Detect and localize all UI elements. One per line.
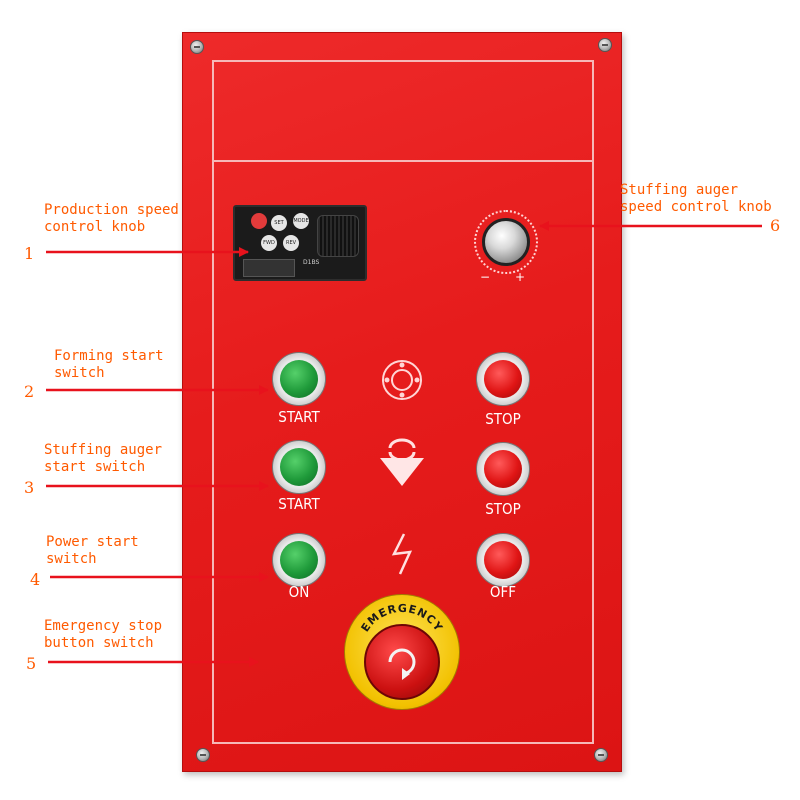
screw-bottom-right [594, 748, 608, 762]
inverter-set-button[interactable]: SET [271, 215, 287, 231]
forming-start-label: START [278, 408, 320, 426]
screw-bottom-left [196, 748, 210, 762]
screw-top-left [190, 40, 204, 54]
inverter-brand-label: D1BS [303, 259, 320, 266]
auger-start-label: START [278, 495, 320, 513]
annotation-1-number: 1 [24, 244, 35, 263]
annotation-2-number: 2 [24, 382, 35, 401]
power-on-button[interactable] [272, 533, 326, 587]
annotation-3-number: 3 [24, 478, 35, 497]
forming-start-button[interactable] [272, 352, 326, 406]
inverter-run-button[interactable] [251, 213, 267, 229]
power-off-button[interactable] [476, 533, 530, 587]
panel-divider-line [212, 160, 594, 162]
power-off-label: OFF [489, 583, 517, 601]
lightning-icon [391, 533, 413, 575]
forming-stop-label: STOP [485, 410, 521, 428]
inverter-mode-button[interactable]: MODE [293, 213, 309, 229]
inverter-display-window [243, 259, 295, 277]
power-on-label: ON [288, 583, 310, 601]
rotate-release-icon [388, 648, 416, 680]
panel-inner-border [212, 60, 594, 744]
auger-start-button[interactable] [272, 440, 326, 494]
auger-symbol-icon [380, 438, 424, 486]
emergency-stop-button[interactable] [364, 624, 440, 700]
inverter-fwd-button[interactable]: FWD [261, 235, 277, 251]
forming-stop-button[interactable] [476, 352, 530, 406]
inverter-rev-button[interactable]: REV [283, 235, 299, 251]
production-speed-inverter[interactable]: SET MODE FWD REV D1BS [233, 205, 367, 281]
auger-speed-knob[interactable] [482, 218, 530, 266]
inverter-dial[interactable] [317, 215, 359, 257]
annotation-6-number: 6 [770, 216, 781, 235]
auger-stop-label: STOP [485, 500, 521, 518]
forming-symbol-icon [382, 360, 422, 400]
annotation-4-number: 4 [30, 570, 41, 589]
knob-plus-label: + [515, 270, 526, 284]
auger-stop-button[interactable] [476, 442, 530, 496]
knob-minus-label: − [480, 270, 491, 284]
annotation-5-number: 5 [26, 654, 37, 673]
knob-scale-ring [474, 210, 538, 274]
screw-top-right [598, 38, 612, 52]
